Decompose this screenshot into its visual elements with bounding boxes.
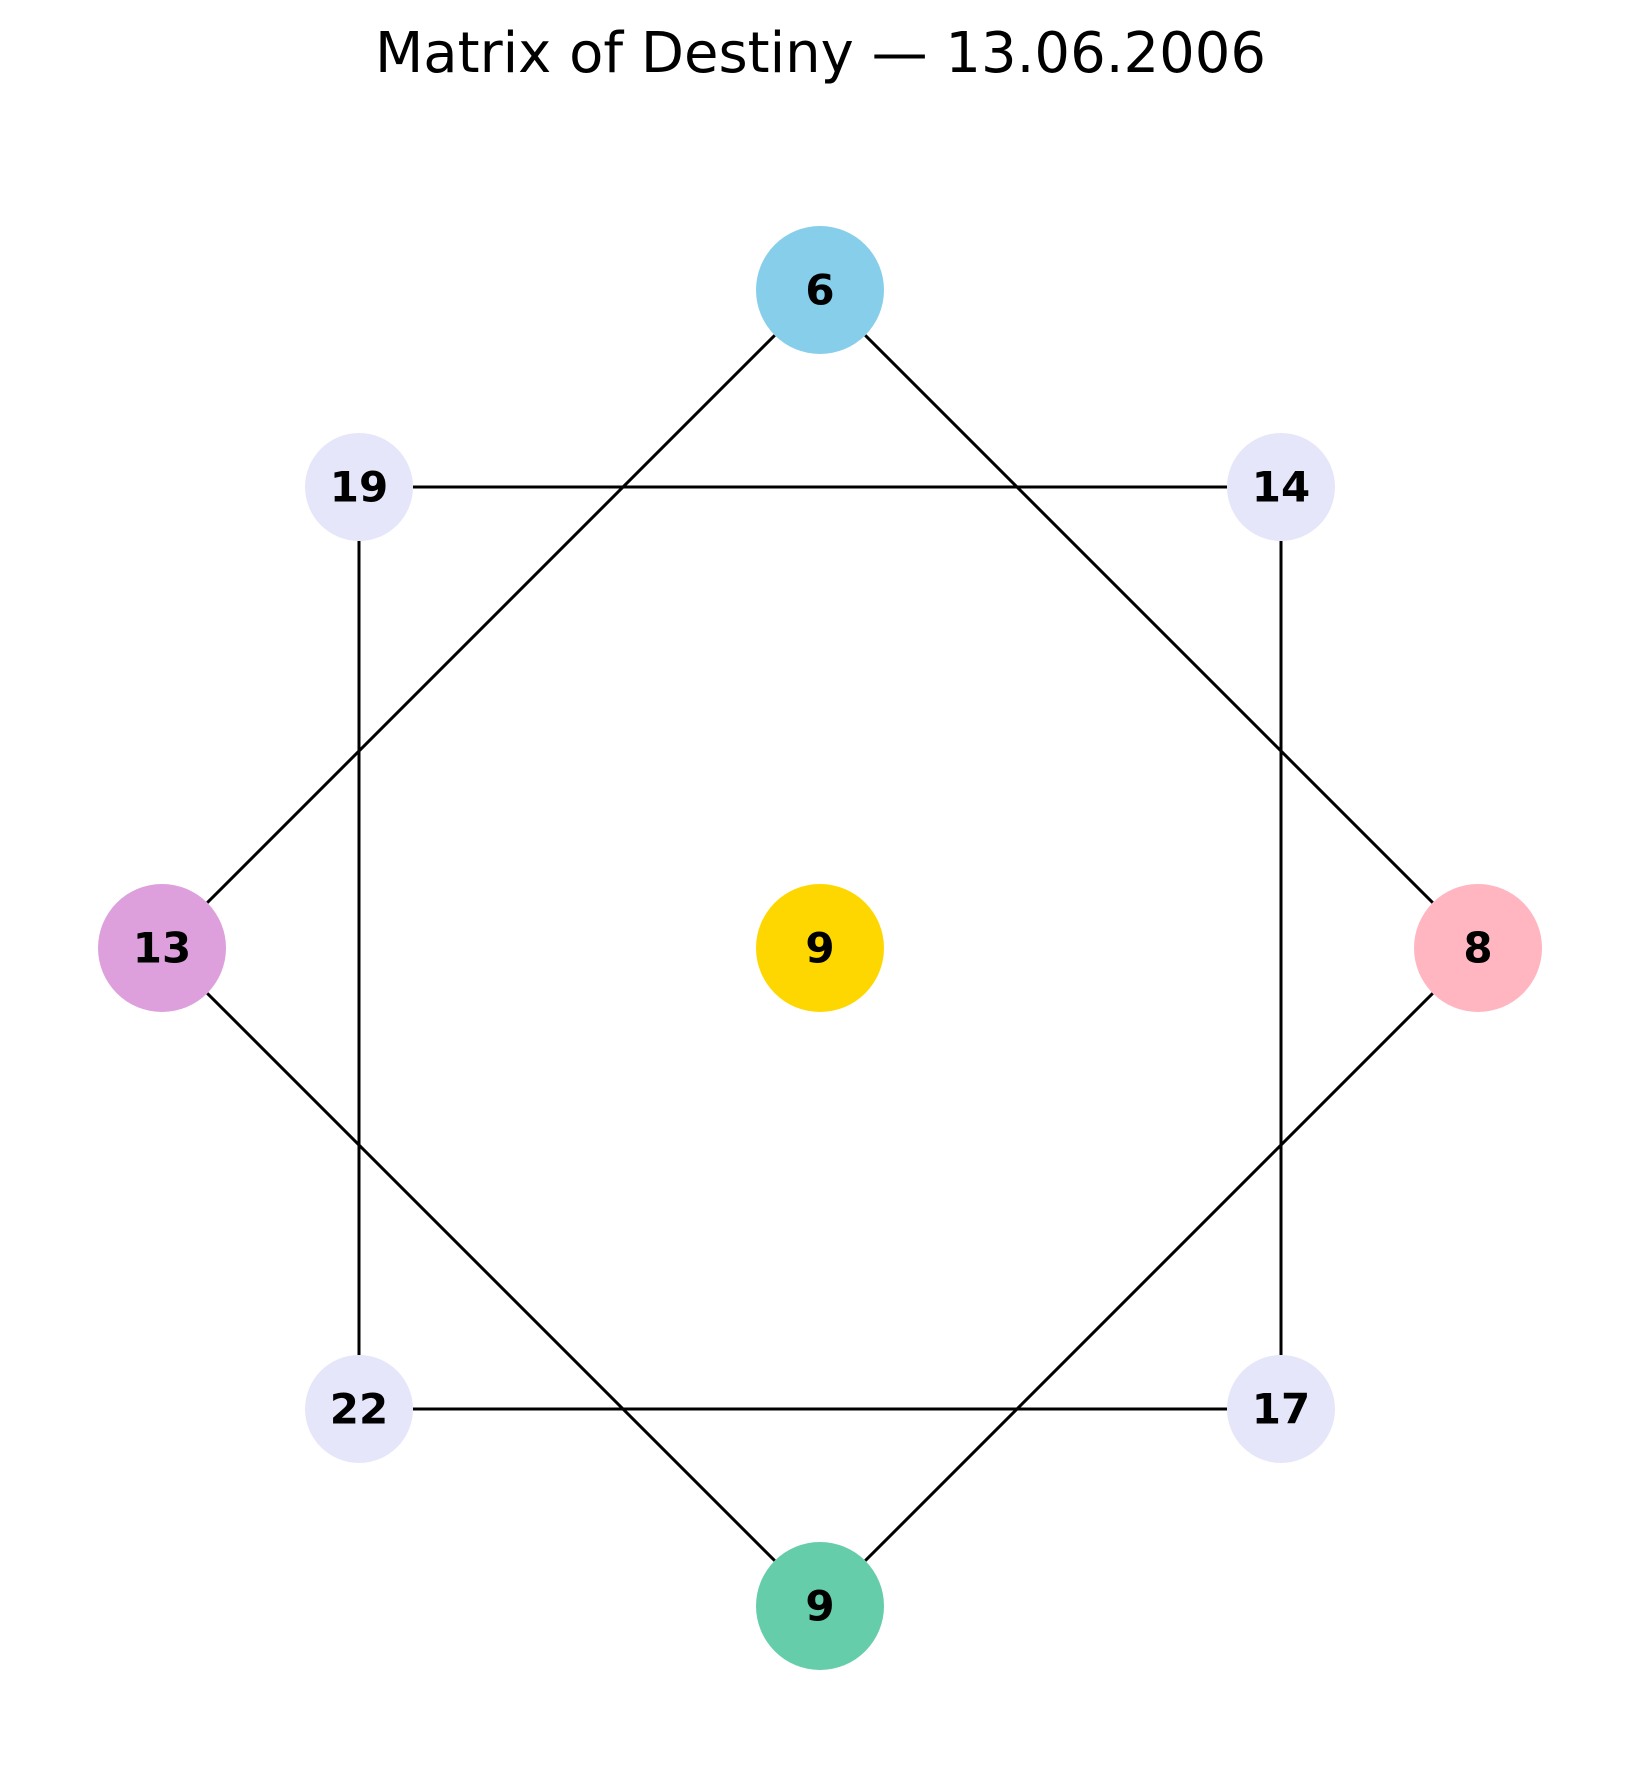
- node-top-right-label: 14: [1252, 463, 1310, 512]
- edges-layer: [206, 334, 1434, 1562]
- node-top: 6: [756, 226, 884, 354]
- edge-top-to-right: [864, 334, 1434, 904]
- node-right-circle: [1414, 884, 1542, 1012]
- node-top-circle: [756, 226, 884, 354]
- node-bottom-label: 9: [805, 1582, 834, 1631]
- node-bottom-left-label: 22: [330, 1385, 388, 1434]
- node-right-label: 8: [1463, 924, 1492, 973]
- edge-right-to-bottom: [864, 992, 1434, 1562]
- node-top-label: 6: [805, 266, 834, 315]
- node-bottom-circle: [756, 1542, 884, 1670]
- edge-left-to-top: [206, 334, 776, 904]
- node-top-left-circle: [305, 433, 413, 541]
- edge-bottom-to-left: [206, 992, 776, 1562]
- node-center-label: 9: [805, 924, 834, 973]
- node-bottom-right-label: 17: [1252, 1385, 1310, 1434]
- node-center-circle: [756, 884, 884, 1012]
- diagram-title: Matrix of Destiny — 13.06.2006: [374, 21, 1267, 86]
- node-top-left: 19: [305, 433, 413, 541]
- node-bottom-right-circle: [1227, 1355, 1335, 1463]
- node-bottom-right: 17: [1227, 1355, 1335, 1463]
- node-bottom-left: 22: [305, 1355, 413, 1463]
- node-top-left-label: 19: [330, 463, 388, 512]
- nodes-layer: 6 8 9 13 9 19 14 17 22: [98, 226, 1542, 1670]
- node-right: 8: [1414, 884, 1542, 1012]
- node-center: 9: [756, 884, 884, 1012]
- node-left: 13: [98, 884, 226, 1012]
- node-bottom: 9: [756, 1542, 884, 1670]
- node-left-circle: [98, 884, 226, 1012]
- node-top-right-circle: [1227, 433, 1335, 541]
- node-top-right: 14: [1227, 433, 1335, 541]
- node-left-label: 13: [133, 924, 191, 973]
- node-bottom-left-circle: [305, 1355, 413, 1463]
